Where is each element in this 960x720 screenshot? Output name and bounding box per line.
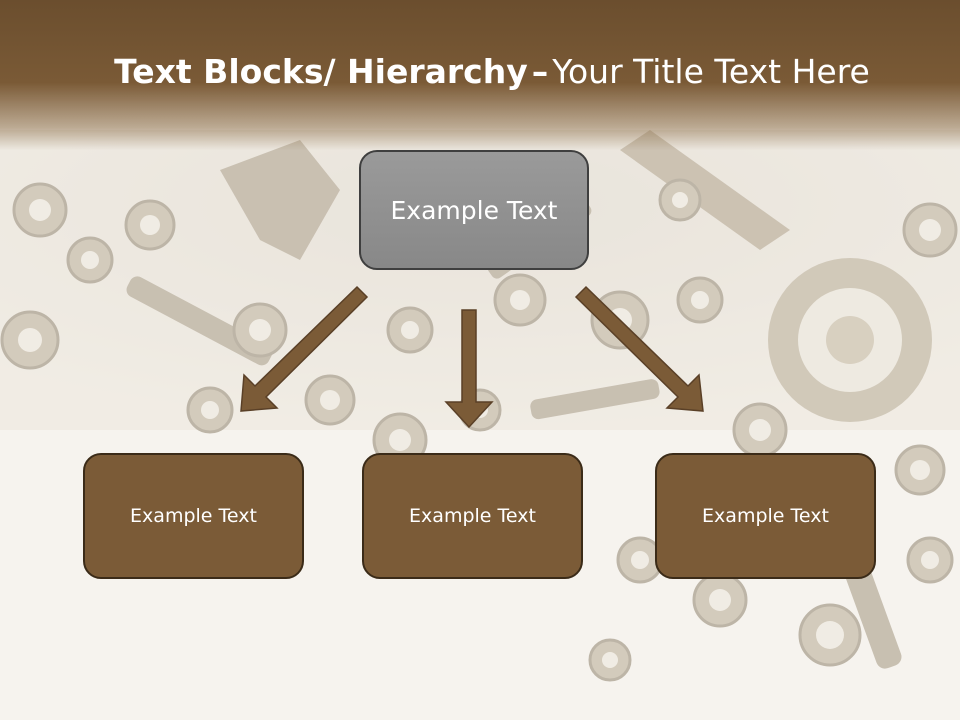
child-box-1: Example Text bbox=[83, 453, 304, 579]
slide-title: Text Blocks/ Hierarchy–Your Title Text H… bbox=[0, 52, 960, 91]
child-box-1-label: Example Text bbox=[130, 505, 257, 527]
arrow-right bbox=[574, 285, 704, 412]
title-subtitle-part: Your Title Text Here bbox=[552, 52, 870, 91]
child-box-3-label: Example Text bbox=[702, 505, 829, 527]
child-box-3: Example Text bbox=[655, 453, 876, 579]
title-bold-part: Text Blocks/ Hierarchy bbox=[114, 52, 528, 91]
root-box-label: Example Text bbox=[390, 195, 558, 225]
arrow-left bbox=[240, 285, 369, 412]
child-box-2: Example Text bbox=[362, 453, 583, 579]
title-band bbox=[0, 0, 960, 150]
root-box: Example Text bbox=[359, 150, 589, 270]
child-box-2-label: Example Text bbox=[409, 505, 536, 527]
arrow-center bbox=[444, 309, 494, 429]
title-dash: – bbox=[531, 52, 549, 91]
